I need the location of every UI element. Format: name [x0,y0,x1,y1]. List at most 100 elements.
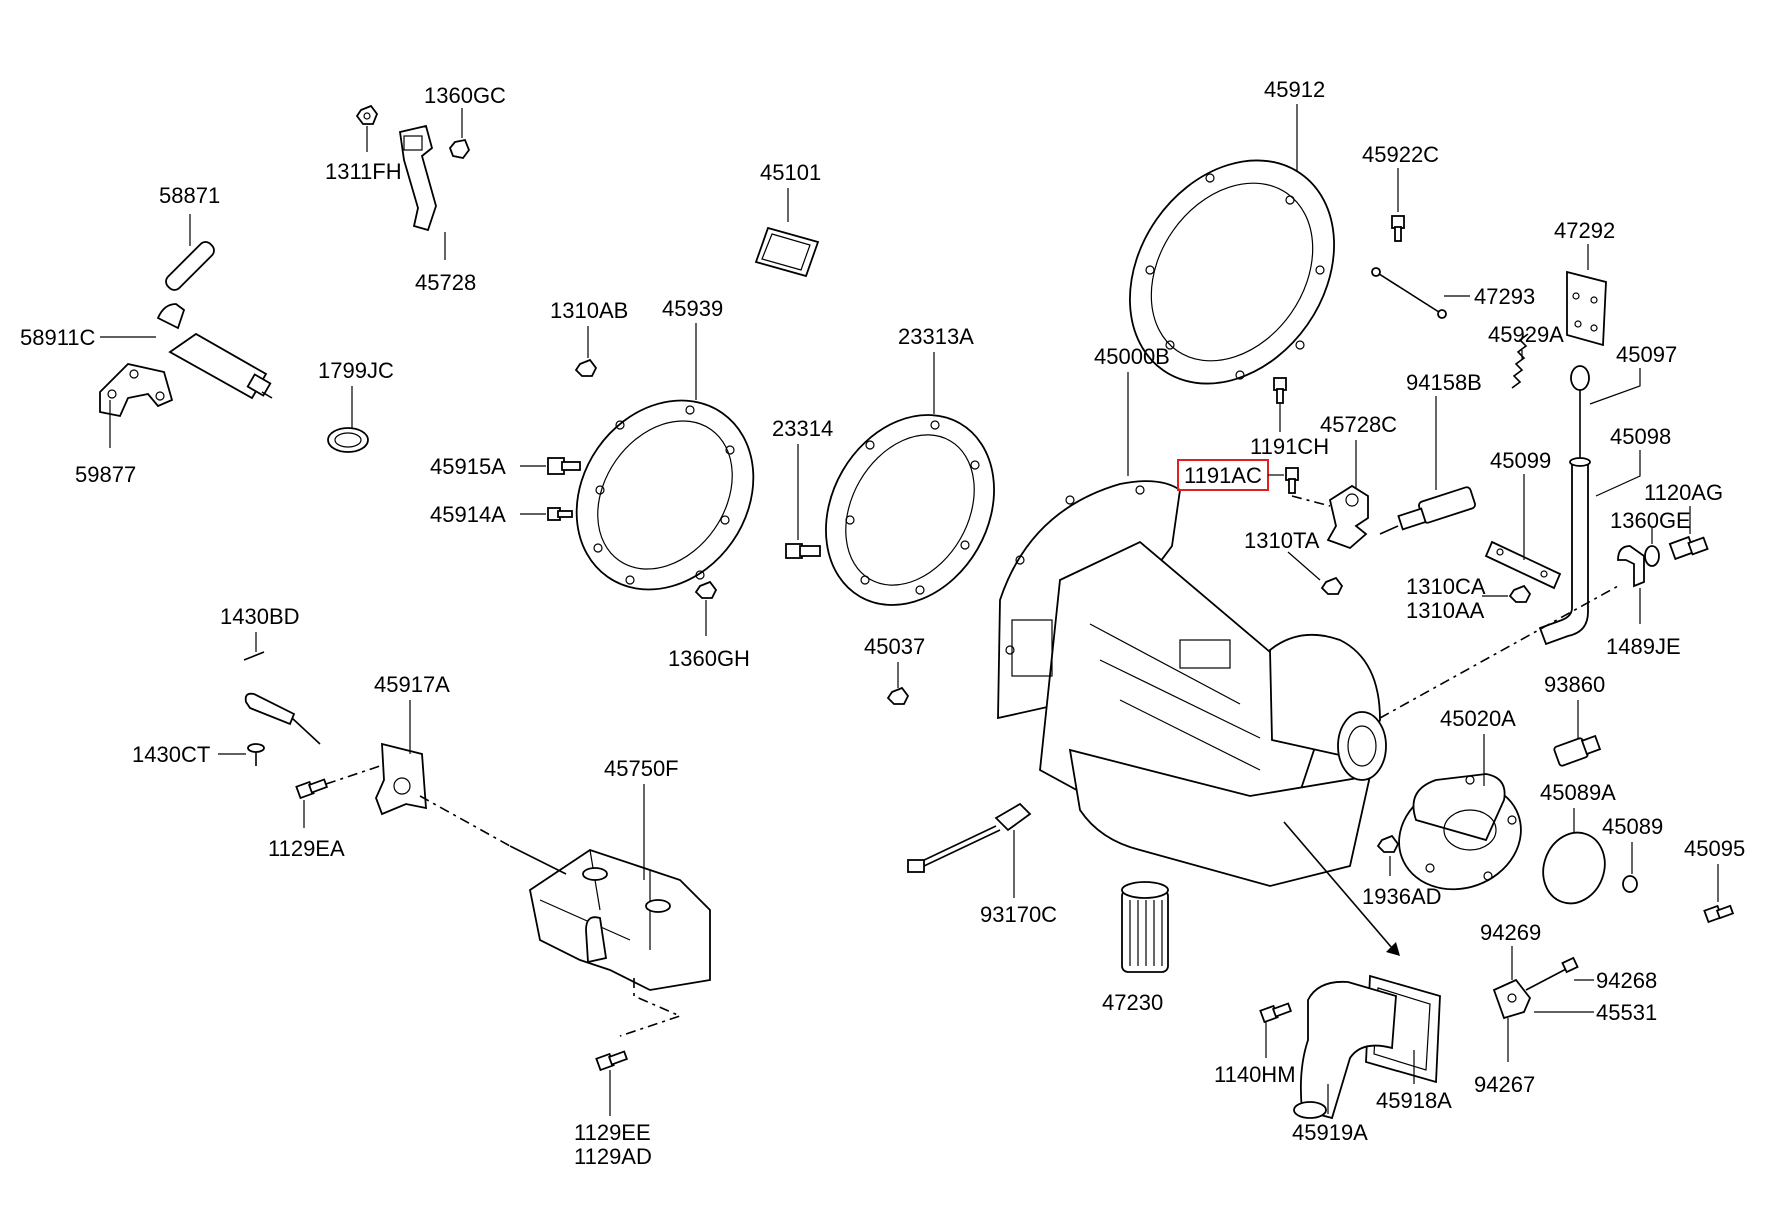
label-45531: 45531 [1596,1000,1657,1025]
label-1191ac: 1191AC [1184,463,1262,488]
label-45939: 45939 [662,296,723,321]
part-1360gh-nut [694,580,718,599]
part-1430bd-pin [243,651,265,661]
part-58911c-fitting [156,303,273,400]
part-1799jc-clamp [327,427,369,453]
part-47292-bracket [1566,270,1607,347]
label-45097: 45097 [1616,342,1677,367]
part-45922c-bolt [1391,215,1405,242]
label-47230: 47230 [1102,990,1163,1015]
part-45097-dipstick [1570,365,1590,458]
part-45089a-o-ring [1542,831,1606,905]
label-45000b: 45000B [1094,344,1170,369]
part-59877-bracket [99,363,174,418]
part-45101-gasket [754,226,820,278]
label-58871: 58871 [159,183,220,208]
label-1430ct: 1430CT [132,742,210,767]
label-94158b: 94158B [1406,370,1482,395]
label-1310ca: 1310CA [1406,574,1486,599]
label-1360ge: 1360GE [1610,508,1691,533]
part-1489je-clip [1617,545,1645,588]
part-23314-bolt [785,543,821,559]
label-1310ab: 1310AB [550,298,628,323]
part-45000b-transmission-case [997,480,1387,887]
part-1129ea-bolt [295,778,329,800]
part-1129ee-bolt [595,1050,629,1072]
part-45939-gasket [575,399,755,591]
part-45929a-spring [1511,333,1529,389]
dashline-to-mount [419,795,511,847]
part-1360ge-washer [1644,545,1660,567]
label-45912: 45912 [1264,77,1325,102]
part-45914a-bolt [547,507,573,521]
label-59877: 59877 [75,462,136,487]
label-1129ee: 1129EE [574,1120,651,1145]
label-45101: 45101 [760,160,821,185]
part-45750f-transmission-mount [509,845,711,991]
label-1129ad: 1129AD [574,1144,652,1169]
label-45915a: 45915A [430,454,506,479]
label-45089: 45089 [1602,814,1663,839]
label-45750f: 45750F [604,756,679,781]
label-93860: 93860 [1544,672,1605,697]
label-45728c: 45728C [1320,412,1397,437]
label-1120ag: 1120AG [1644,480,1723,505]
part-45099-bracket [1484,540,1562,590]
label-45095: 45095 [1684,836,1745,861]
part-93170c-sensor-cable [907,802,1032,873]
label-45099: 45099 [1490,448,1551,473]
label-45929a: 45929A [1488,322,1564,347]
part-47293-rod [1371,267,1447,319]
part-94268-pipe [1525,956,1579,991]
leader-45097 [1589,368,1641,405]
label-1310aa: 1310AA [1406,598,1485,623]
leader-1310ta [1287,551,1321,581]
part-45037-nut [886,686,910,705]
dashline-1191ac [1291,495,1331,507]
part-shift-cable-end [244,692,321,745]
part-1120ag-bolt [1668,535,1709,561]
part-45089-seal [1622,875,1638,893]
label-45089a: 45089A [1540,780,1616,805]
part-45915a-bolt [547,457,581,475]
label-47292: 47292 [1554,218,1615,243]
label-94268: 94268 [1596,968,1657,993]
label-1799jc: 1799JC [318,358,394,383]
label-45919a: 45919A [1292,1120,1368,1145]
part-1310ab-nut [574,358,598,377]
part-1191ac-bolt [1285,467,1299,494]
part-1360gc-nut [448,138,471,159]
label-1129ea: 1129EA [268,836,345,861]
part-1430ct-pin [247,743,265,766]
direction-arrow [1283,821,1400,956]
label-23313a: 23313A [898,324,974,349]
part-45098-fill-tube [1538,457,1591,646]
part-45728-bracket [398,124,437,232]
label-45037: 45037 [864,634,925,659]
label-23314: 23314 [772,416,833,441]
part-94269-fitting [1492,978,1532,1020]
part-1310ta-nut [1320,576,1344,595]
label-1310ta: 1310TA [1244,528,1320,553]
part-1140hm-bolt [1259,1002,1293,1024]
part-1310ca-nut [1508,584,1532,603]
part-47230-filter [1121,881,1169,973]
label-1936ad: 1936AD [1362,884,1442,909]
label-1489je: 1489JE [1606,634,1681,659]
label-94269: 94269 [1480,920,1541,945]
label-45918a: 45918A [1376,1088,1452,1113]
label-45922c: 45922C [1362,142,1439,167]
label-94267: 94267 [1474,1072,1535,1097]
part-45912-flexplate [1129,159,1335,385]
label-45020a: 45020A [1440,706,1516,731]
label-58911c: 58911C [20,325,96,350]
dashline-1129ea [325,765,381,785]
part-93860-switch [1553,734,1602,767]
label-1311fh: 1311FH [325,159,402,184]
leader-45098 [1595,450,1641,497]
part-23313a-gasket [825,414,995,606]
part-45728c-bracket [1326,484,1369,550]
label-45917a: 45917A [374,672,450,697]
part-58871-hose [165,241,215,291]
